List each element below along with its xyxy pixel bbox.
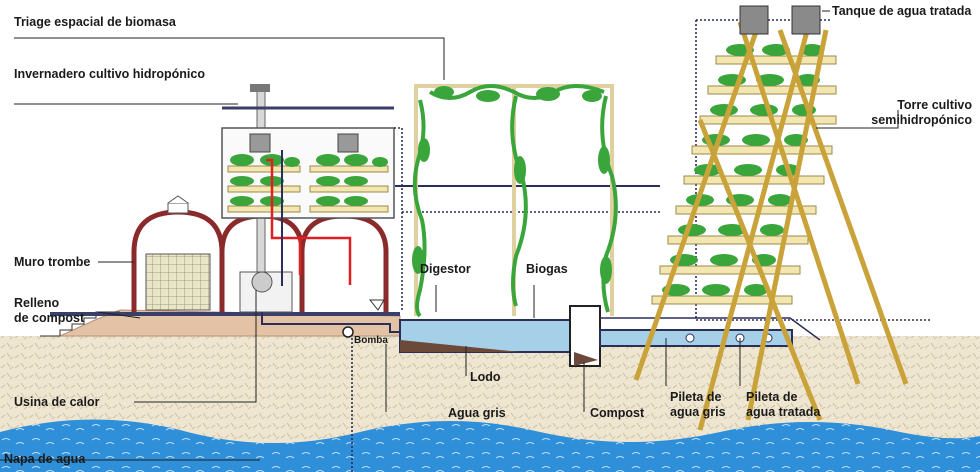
label-torre-1: Torre cultivo xyxy=(897,98,972,112)
label-biogas: Biogas xyxy=(526,262,568,276)
label-lodo: Lodo xyxy=(470,370,501,384)
label-tanque: Tanque de agua tratada xyxy=(832,4,972,18)
trombe-wall xyxy=(145,253,211,311)
arch-cap xyxy=(167,202,189,214)
label-pileta-gris-1: Pileta de xyxy=(670,390,722,404)
label-invernadero: Invernadero cultivo hidropónico xyxy=(14,67,205,81)
leader-lines xyxy=(0,10,899,461)
pump xyxy=(342,326,354,338)
compost-bin xyxy=(569,305,601,367)
label-pileta-gris-2: agua gris xyxy=(670,405,726,419)
label-relleno-1: Relleno xyxy=(14,296,60,310)
label-usina: Usina de calor xyxy=(14,395,100,409)
label-digestor: Digestor xyxy=(420,262,471,276)
heat-plant xyxy=(239,271,293,313)
label-agua-gris: Agua gris xyxy=(448,406,506,420)
greenhouse-plants xyxy=(227,154,389,213)
label-relleno-2: de compost xyxy=(14,311,85,325)
label-napa: Napa de agua xyxy=(4,452,86,466)
label-triage: Triage espacial de biomasa xyxy=(14,15,176,29)
tower-shelves xyxy=(651,55,837,305)
treated-water-tanks xyxy=(739,5,821,35)
label-pileta-tratada-2: agua tratada xyxy=(746,405,821,419)
label-compost: Compost xyxy=(590,406,645,420)
tower-poles xyxy=(633,19,909,431)
red-pipe xyxy=(266,158,352,285)
water-table xyxy=(0,419,980,472)
label-pileta-tratada-1: Pileta de xyxy=(746,390,798,404)
label-torre-2: semihidropónico xyxy=(871,113,972,127)
floor-slab xyxy=(50,312,400,316)
label-muro-trombe: Muro trombe xyxy=(14,255,91,269)
label-bomba: Bomba xyxy=(354,335,388,346)
